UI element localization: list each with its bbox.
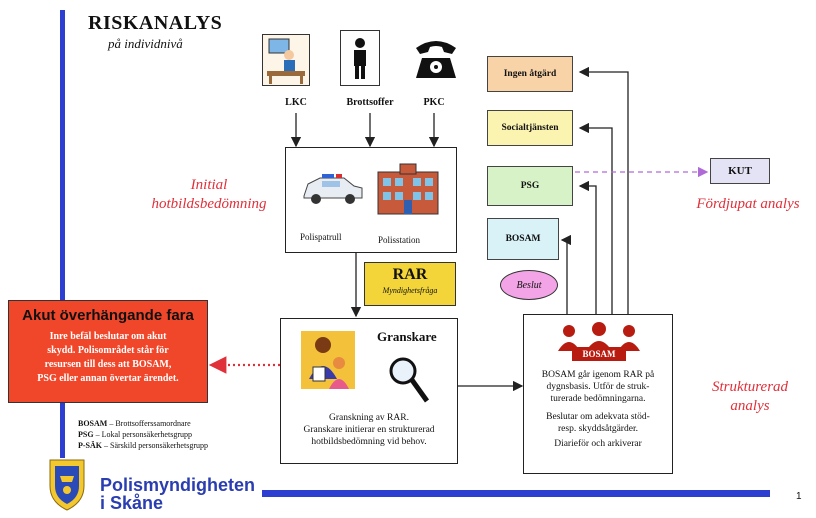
- initial-side-label: Initial hotbildsbedömning: [148, 176, 270, 214]
- legend-item: P-SÄK – Särskild personsäkerhetsgrupp: [78, 440, 208, 451]
- akut-text-line1: Inre befäl beslutar om akut: [49, 331, 167, 342]
- person-icon: [340, 30, 380, 86]
- magnifier-icon: [387, 355, 431, 405]
- legend-key: PSG: [78, 430, 94, 439]
- structured-side-label-line1: Strukturerad: [711, 379, 789, 395]
- reviewer-people-icon: [299, 329, 357, 393]
- bosam-text-line1: BOSAM går igenom RAR på: [541, 370, 655, 380]
- bosam-text-line6: Diarieför och arkiverar: [554, 439, 642, 449]
- bosam-badge: BOSAM: [572, 347, 626, 361]
- source-label-lkc: LKC: [285, 97, 307, 108]
- structured-side-label-line2: analys: [730, 398, 770, 414]
- bosam-text-line5: resp. skyddsåtgärder.: [558, 424, 638, 434]
- legend-desc: – Brottsofferssamordnare: [109, 419, 191, 428]
- structured-side-label: Strukturerad analys: [690, 378, 810, 416]
- left-accent-line: [60, 10, 65, 458]
- police-car-icon: [300, 170, 366, 208]
- outcome-psg: PSG: [487, 166, 573, 206]
- legend-item: BOSAM – Brottsofferssamordnare: [78, 418, 208, 429]
- akut-text: Inre befäl beslutar om akut skydd. Polis…: [9, 324, 207, 386]
- initial-assessment-box: Polispatrull Polisstation: [285, 147, 457, 253]
- akut-text-line2: skydd. Polisområdet står för: [47, 345, 169, 356]
- source-label-brottsoffer: Brottsoffer: [346, 97, 394, 108]
- legend-desc: – Särskild personsäkerhetsgrupp: [104, 441, 208, 450]
- granskare-title: Granskare: [377, 329, 437, 344]
- abbreviation-legend: BOSAM – Brottsofferssamordnare PSG – Lok…: [78, 418, 208, 451]
- bosam-text-line3: turerade bedömningarna.: [550, 394, 646, 404]
- telephone-icon: [412, 34, 460, 82]
- legend-key: BOSAM: [78, 419, 108, 428]
- rar-subtitle: Myndighetsfråga: [382, 286, 438, 295]
- footer-bar: [262, 490, 770, 497]
- beslut-oval: Beslut: [500, 270, 558, 300]
- outcome-socialtjansten: Socialtjänsten: [487, 110, 573, 146]
- source-label-pkc: PKC: [423, 97, 445, 108]
- kut-side-label: Fördjupat analys: [696, 196, 800, 212]
- station-label: Polisstation: [378, 235, 421, 245]
- initial-side-label-line2: hotbildsbedömning: [151, 196, 267, 212]
- granskare-text-line1: Granskning av RAR.: [329, 413, 409, 423]
- bosam-text: BOSAM går igenom RAR på dygnsbasis. Utfö…: [524, 369, 672, 450]
- akut-text-line4: PSG eller annan övertar ärendet.: [37, 373, 179, 384]
- police-crest-logo: [40, 456, 94, 512]
- bosam-box: BOSAM BOSAM går igenom RAR på dygnsbasis…: [523, 314, 673, 474]
- granskare-text: Granskning av RAR. Granskare initierar e…: [281, 412, 457, 448]
- outcome-ingen-atgard: Ingen åtgärd: [487, 56, 573, 92]
- page-title: RISKANALYS: [88, 12, 223, 34]
- kut-box: KUT: [710, 158, 770, 184]
- beslut-label: Beslut: [516, 279, 542, 291]
- bosam-text-line4: Beslutar om adekvata stöd-: [546, 412, 650, 422]
- granskare-text-line2: Granskare initierar en strukturerad: [303, 425, 435, 435]
- police-station-icon: [376, 162, 440, 216]
- car-label: Polispatrull: [300, 232, 342, 242]
- akut-alert-box: Akut överhängande fara Inre befäl beslut…: [8, 300, 208, 403]
- rar-box: RAR Myndighetsfråga: [364, 262, 456, 306]
- akut-title: Akut överhängande fara: [9, 301, 207, 324]
- legend-key: P-SÄK: [78, 441, 102, 450]
- org-line2: i Skåne: [100, 493, 164, 513]
- rar-title: RAR: [392, 266, 428, 283]
- outcome-bosam: BOSAM: [487, 218, 559, 260]
- legend-desc: – Lokal personsäkerhetsgrupp: [95, 430, 192, 439]
- akut-text-line3: resursen till dess att BOSAM,: [44, 359, 172, 370]
- bosam-text-line2: dygnsbasis. Utför de struk-: [546, 382, 650, 392]
- org-line1: Polismyndigheten: [100, 475, 256, 495]
- organization-name: Polismyndigheten i Skåne: [100, 476, 255, 512]
- initial-side-label-line1: Initial: [190, 177, 228, 193]
- legend-item: PSG – Lokal personsäkerhetsgrupp: [78, 429, 208, 440]
- granskare-box: Granskare Granskning av RAR. Granskare i…: [280, 318, 458, 464]
- page-number: 1: [796, 491, 802, 502]
- officer-at-desk-icon: [262, 34, 310, 86]
- granskare-text-line3: hotbildsbedömning vid behov.: [311, 437, 427, 447]
- page-subtitle: på individnivå: [108, 36, 183, 51]
